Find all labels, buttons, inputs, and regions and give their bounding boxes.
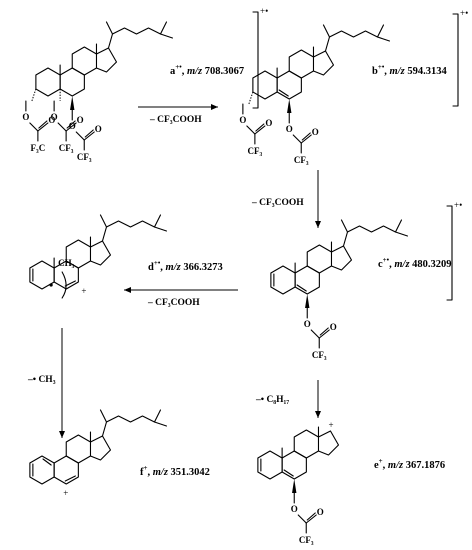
c27-methyl [153,226,168,232]
reaction-arrows: – CF₃COOH – CF₃COOH – CF₃COOH –• CH₃ –• C₈H₁… [27,104,321,438]
side-chain [342,219,403,247]
side-chain [101,214,162,242]
ring-a [257,450,283,480]
c21-methyl [105,21,114,35]
molecule-a-bracket-charge: +• [260,6,268,16]
ring-a [270,265,296,295]
c21-methyl [340,219,349,233]
molecule-a-6-carbonyl-oxygen: O [95,124,102,134]
c21-methyl [99,214,108,228]
molecule-c-6-cf3: CF₃ [312,350,327,360]
arrow-d-f-head [59,431,65,438]
molecule-b-6-carbonyl-oxygen: O [312,127,319,137]
molecule-a-3-carbonyl-oxygen: O [48,115,55,125]
ring-c [65,434,92,464]
molecule-a-label: a+•, m/z 708.3067 [170,63,244,77]
molecule-d-radical-dot [49,283,53,287]
molecule-d-label: d+•, m/z 366.3273 [148,259,223,273]
ring-a [35,67,61,97]
molecule-c-6-carbonyl-oxygen: O [330,322,337,332]
molecule-a-5-cf3: CF₃ [59,143,74,153]
ring-a [29,455,55,485]
molecule-e-6-cf3: CF₃ [299,535,314,545]
arrow-d-f-label: –• CH₃ [27,375,56,385]
ring-b [59,67,85,97]
ring-c [71,46,98,76]
ring-b [294,265,320,295]
molecule-d-methyl-label: CH₃ [58,258,74,268]
c27-methyl [394,231,409,237]
ring-b [281,450,307,480]
molecule-d: d+•, m/z 366.3273 CH₃ + [29,214,223,299]
molecule-e-6-ester-oxygen: O [291,504,298,514]
molecule-a-6-ester-oxygen: O [69,121,76,131]
molecule-b-3-carbonyl-oxygen: O [265,118,272,128]
molecule-b-3-cf3: CF₃ [248,146,263,156]
molecule-e-charge: + [328,420,333,430]
ring-d [95,47,118,73]
molecule-c-label: c+•, m/z 480.3209 [378,256,452,270]
arrow-a-b-head [211,104,218,110]
ring-d [89,435,112,461]
c21-methyl [322,24,331,38]
arrow-c-e-label: –• C₈H₁₇ [255,395,289,405]
ring-d [89,240,112,266]
c21-methyl [99,409,108,423]
ring-b [276,70,302,100]
molecule-a-5-ester-oxygen: O [51,112,58,122]
molecule-b-radical-bracket [452,13,459,107]
molecule-f-charge: + [63,488,68,498]
ring-b [53,455,79,485]
molecule-b-6-ester-oxygen: O [286,124,293,134]
ring-d [317,430,340,456]
molecule-c-radical-bracket [446,205,453,301]
ring-c [306,244,333,274]
arrow-b-c-head [315,221,321,228]
side-chain [324,24,385,52]
arrow-b-c-label: – CF₃COOH [251,198,304,208]
ring-a [252,70,278,100]
molecule-f-label: f+, m/z 351.3042 [140,464,210,478]
side-chain [101,409,162,437]
molecule-a-radical-bracket [252,11,259,109]
molecule-b-3-ester-oxygen: O [239,115,246,125]
c27-methyl [153,421,168,427]
side-chain [107,21,168,49]
arrow-a-b-label: – CF₃COOH [149,115,202,125]
arrow-c-d-head [124,287,131,293]
ring-d [330,245,353,271]
c27-methyl [376,36,391,42]
arrow-c-d-label: – CF₃COOH [147,298,200,308]
molecule-e-label: e+, m/z 367.1876 [374,457,445,471]
molecule-b-label: b+•, m/z 594.3134 [372,63,447,77]
molecule-d-cleavage-arc [61,271,67,299]
ring-c [293,429,320,459]
molecule-b-6-cf3: CF₃ [294,155,309,165]
arrow-c-e-head [315,411,321,418]
molecule-a-6-cf3: CF₃ [77,152,92,162]
molecule-a-5-carbonyl-oxygen: O [77,115,84,125]
molecule-c-bracket-charge: +• [454,200,462,210]
molecule-f: f+, m/z 351.3042 + [29,409,210,498]
ring-d [312,50,335,76]
molecule-d-charge: + [81,286,86,296]
molecule-b-bracket-charge: +• [460,8,468,18]
ring-c [288,49,315,79]
molecule-e-6-carbonyl-oxygen: O [317,507,324,517]
molecule-a-3-cf3: F₃C [31,143,46,153]
c27-methyl [159,33,174,39]
molecule-c-6-ester-oxygen: O [304,319,311,329]
molecule-a-3-ester-oxygen: O [22,112,29,122]
